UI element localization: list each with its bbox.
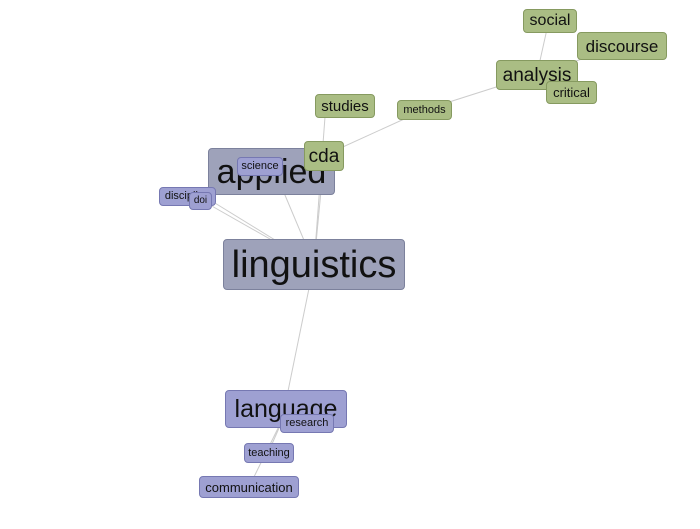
node-discourse[interactable]: discourse [577,32,667,60]
node-social[interactable]: social [523,9,577,33]
node-teaching[interactable]: teaching [244,443,294,463]
node-critical[interactable]: critical [546,81,597,104]
node-science[interactable]: science [237,157,283,176]
node-cda[interactable]: cda [304,141,344,171]
node-research[interactable]: research [280,414,334,433]
node-analysis[interactable]: analysis [496,60,578,90]
node-methods[interactable]: methods [397,100,452,120]
node-communication[interactable]: communication [199,476,299,498]
node-linguistics[interactable]: linguistics [223,239,405,290]
node-studies[interactable]: studies [315,94,375,118]
node-doi[interactable]: doi [189,192,212,210]
